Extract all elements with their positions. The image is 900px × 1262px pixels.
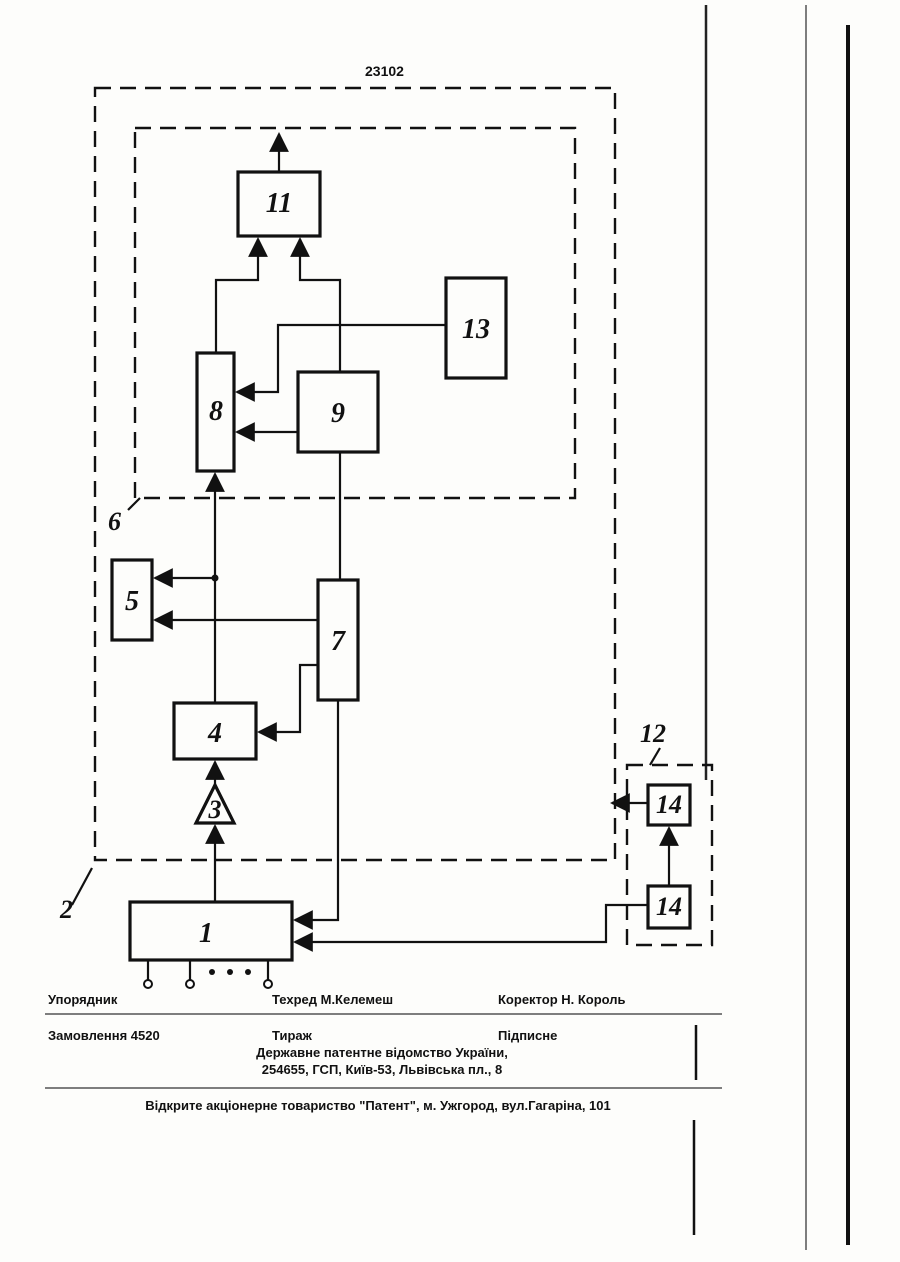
block-3-label: 3 [208, 795, 222, 824]
conn-7-4 [259, 665, 318, 732]
footer-order: Замовлення 4520 [48, 1028, 160, 1043]
block-11-label: 13 [462, 314, 490, 345]
conn-7-1 [295, 700, 338, 920]
group-6-border [135, 128, 575, 498]
conn-9-10 [300, 239, 340, 372]
input-terminal [264, 980, 272, 988]
footer-address: 254655, ГСП, Київ-53, Львівська пл., 8 [262, 1062, 502, 1077]
block-14-label: 14 [656, 892, 682, 921]
block-13-label: 14 [656, 790, 682, 819]
ellipsis-dot [209, 969, 215, 975]
conn-11-8 [237, 325, 446, 392]
group-ref-12: 12 [640, 719, 666, 748]
leader-2 [72, 868, 92, 905]
ellipsis-dot [245, 969, 251, 975]
footer-circulation: Тираж [272, 1028, 313, 1043]
ellipsis-dot [227, 969, 233, 975]
footer-corrector: Коректор Н. Король [498, 992, 626, 1007]
block-8-label: 8 [209, 396, 223, 427]
document-number: 23102 [365, 63, 404, 79]
conn-14-1 [295, 905, 648, 942]
leader-12 [650, 748, 660, 765]
footer-office: Державне патентне відомство України, [256, 1045, 508, 1060]
input-terminal [144, 980, 152, 988]
block-5-label: 5 [125, 586, 139, 617]
group-ref-2: 2 [59, 895, 73, 924]
footer-printer: Відкрите акціонерне товариство "Патент",… [145, 1098, 611, 1113]
leader-6 [128, 498, 140, 510]
block-4-label: 4 [207, 718, 222, 749]
footer-techeditor: Техред М.Келемеш [272, 992, 393, 1007]
conn-8-10 [216, 239, 258, 353]
block-1-label: 1 [199, 918, 213, 949]
footer-compiler: Упорядник [48, 992, 118, 1007]
input-terminal [186, 980, 194, 988]
group-ref-6: 6 [108, 507, 121, 536]
footer-subscription: Підписне [498, 1028, 557, 1043]
block-9-label: 9 [331, 398, 345, 429]
block-10-label: 11 [266, 188, 292, 219]
block-7-label: 7 [331, 626, 346, 657]
